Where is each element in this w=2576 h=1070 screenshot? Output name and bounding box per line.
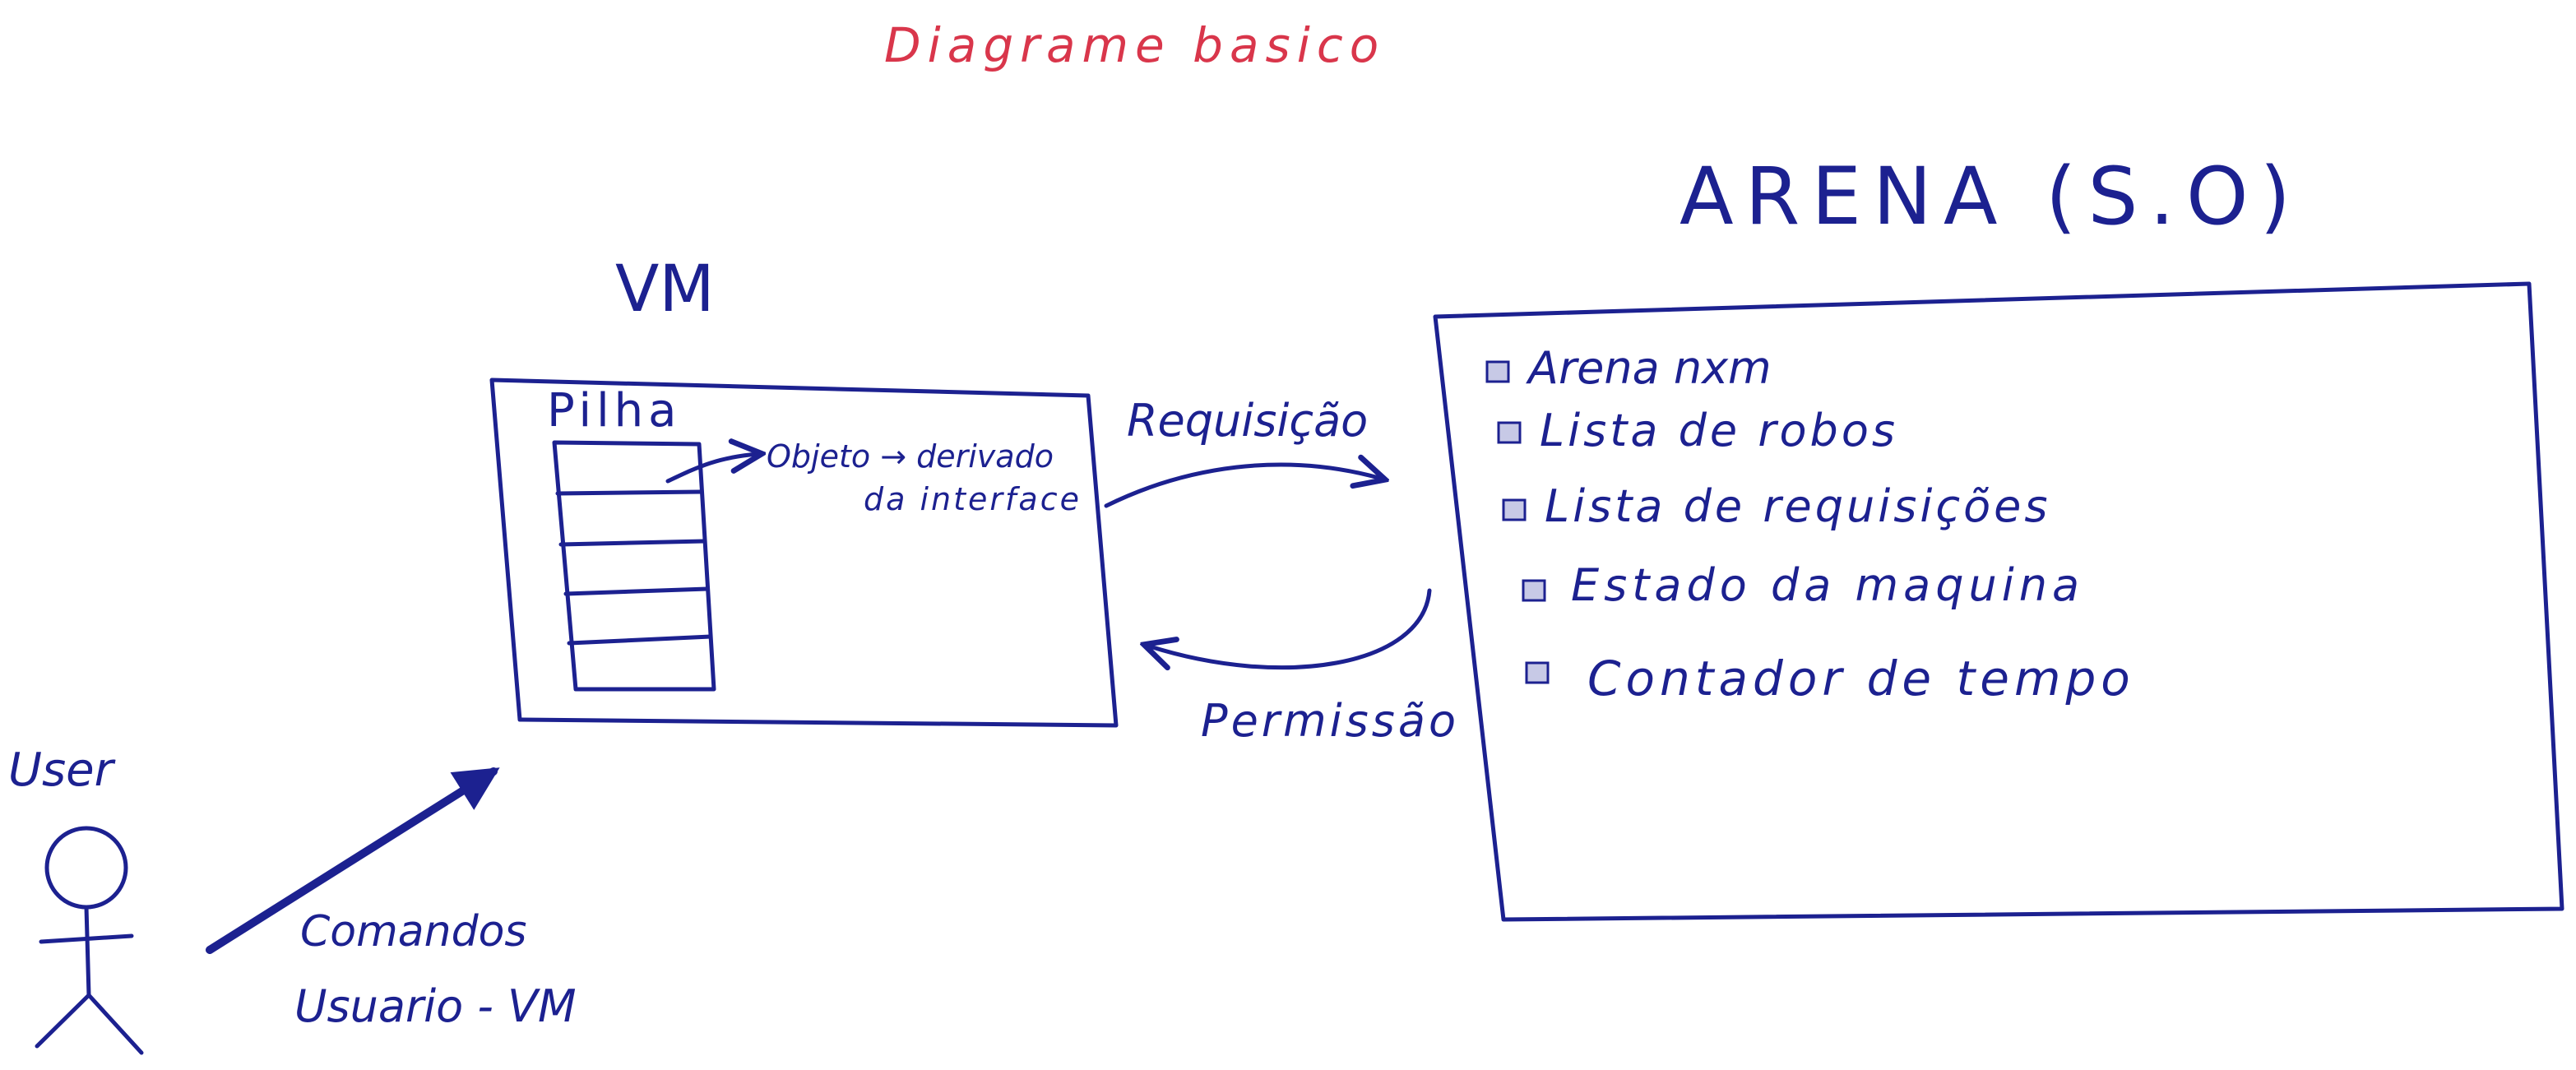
arena-item-list: Arena nxm Lista de robos Lista de requis… <box>1485 342 2135 706</box>
arena-item-label: Estado da maquina <box>1571 559 2084 611</box>
list-item: Lista de requisições <box>1502 480 2050 532</box>
checkbox-icon <box>1497 421 1522 444</box>
checkbox-icon <box>1525 661 1550 684</box>
list-item: Estado da maquina <box>1522 559 2084 611</box>
checkbox-icon <box>1485 360 1510 383</box>
list-item: Arena nxm <box>1485 342 1772 394</box>
list-item: Contador de tempo <box>1525 651 2135 706</box>
arena-item-label: Contador de tempo <box>1587 651 2135 706</box>
object-label-line2: da interface <box>864 481 1082 517</box>
list-item: Lista de robos <box>1497 405 1898 456</box>
arena-item-label: Arena nxm <box>1526 342 1772 394</box>
checkbox-icon <box>1522 579 1546 602</box>
commands-arrow <box>206 767 500 954</box>
vm-heading: VM <box>615 252 715 327</box>
arena-item-label: Lista de robos <box>1540 405 1898 456</box>
stack-to-object-arrow <box>665 454 758 484</box>
arena-item-label: Lista de requisições <box>1545 480 2050 532</box>
arena-box <box>1433 281 2564 922</box>
commands-label-line1: Comandos <box>300 907 527 957</box>
checkbox-icon <box>1502 498 1527 521</box>
commands-label-line2: Usuario - VM <box>294 980 577 1032</box>
user-stick-figure <box>35 826 144 1055</box>
user-label: User <box>8 743 116 797</box>
vm-box <box>489 378 1119 728</box>
request-arrow <box>1104 465 1382 508</box>
permission-arrow <box>1147 588 1432 668</box>
object-label-line1: Objeto → derivado <box>767 438 1054 475</box>
arena-heading: ARENA (S.O) <box>1679 151 2302 243</box>
stack <box>552 440 716 692</box>
request-label: Requisição <box>1127 395 1368 447</box>
diagram-title: Diagrame basico <box>884 17 1385 73</box>
permission-label: Permissão <box>1201 695 1459 747</box>
stack-label: Pilha <box>547 384 681 438</box>
